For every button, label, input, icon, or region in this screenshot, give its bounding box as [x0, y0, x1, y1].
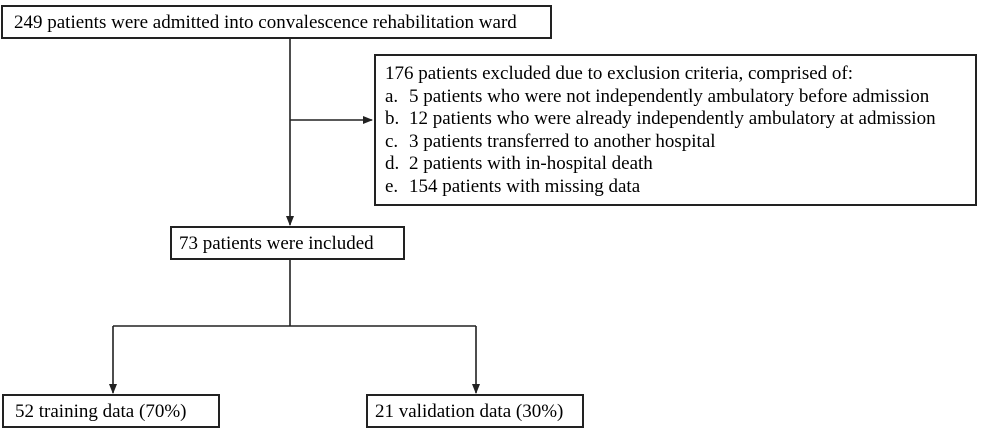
validation-text: 21 validation data (30%): [375, 401, 564, 422]
exclusion-item-text: 2 patients with in-hospital death: [409, 153, 653, 174]
exclusion-item: a. 5 patients who were not independently…: [385, 86, 975, 109]
admitted-text: 249 patients were admitted into convales…: [14, 12, 517, 33]
included-text: 73 patients were included: [179, 233, 374, 254]
exclusion-item: c. 3 patients transferred to another hos…: [385, 131, 975, 154]
exclusion-item-letter: a.: [385, 85, 399, 107]
exclusion-item-text: 3 patients transferred to another hospit…: [409, 130, 716, 152]
exclusion-item-letter: c.: [385, 130, 399, 152]
exclusion-item-letter: e.: [385, 175, 399, 197]
exclusion-item-letter: b.: [385, 108, 400, 129]
admitted-box: 249 patients were admitted into convales…: [1, 5, 552, 39]
exclusion-item-text: 154 patients with missing data: [409, 175, 641, 197]
exclusion-item: b. 12 patients who were already independ…: [385, 108, 975, 131]
exclusion-box: 176 patients excluded due to exclusion c…: [374, 54, 977, 206]
exclusion-heading: 176 patients excluded due to exclusion c…: [385, 63, 853, 84]
exclusion-item-letter: d.: [385, 153, 400, 174]
validation-box: 21 validation data (30%): [366, 394, 584, 428]
exclusion-item: e. 154 patients with missing data: [385, 176, 975, 199]
exclusion-item-text: 12 patients who were already independent…: [409, 108, 936, 129]
included-box: 73 patients were included: [170, 226, 405, 260]
training-text: 52 training data (70%): [15, 401, 187, 422]
training-box: 52 training data (70%): [2, 394, 220, 428]
exclusion-item-text: 5 patients who were not independently am…: [409, 85, 930, 107]
exclusion-item: d. 2 patients with in-hospital death: [385, 153, 975, 176]
